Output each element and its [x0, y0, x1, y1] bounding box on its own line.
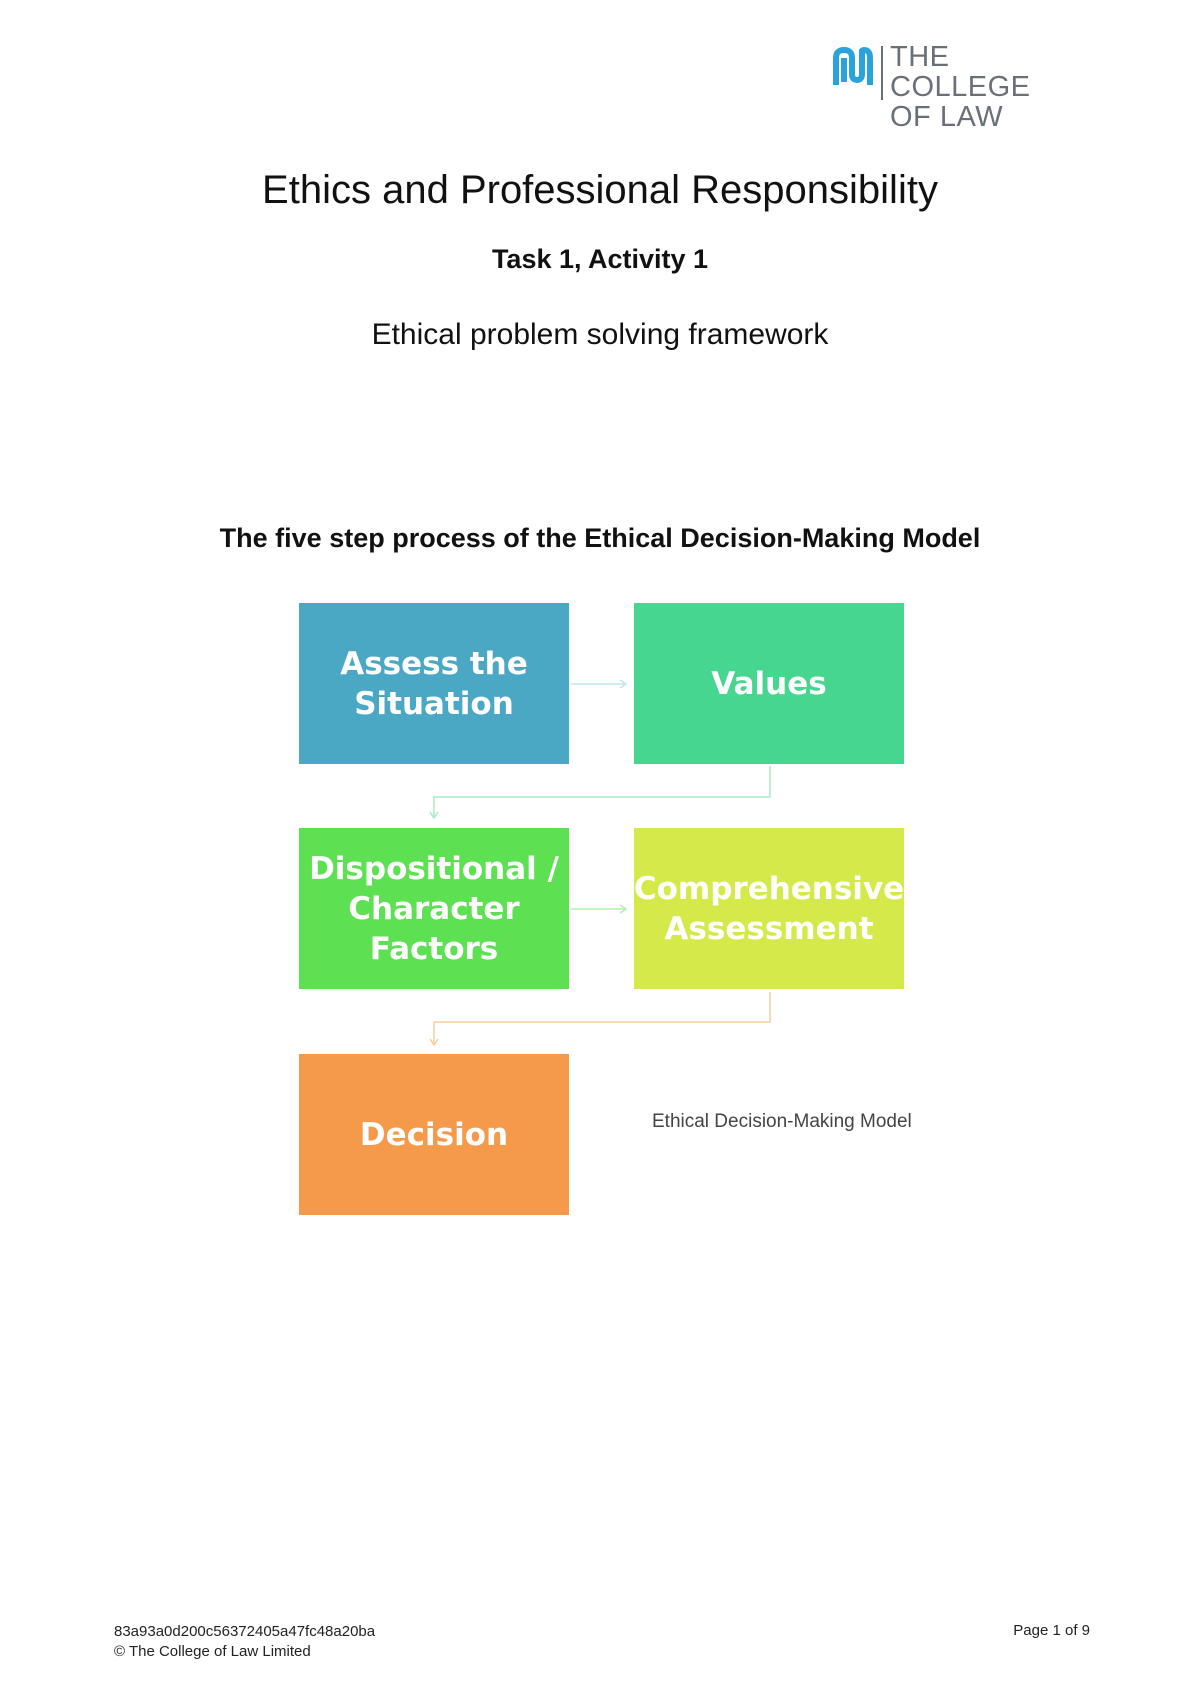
connector-values-dispositional — [433, 766, 771, 818]
diagram-caption: Ethical Decision-Making Model — [652, 1111, 912, 1132]
logo-divider — [881, 46, 883, 100]
step-dispositional-character-factors: Dispositional / Character Factors — [299, 828, 569, 989]
step-assess-situation: Assess the Situation — [299, 603, 569, 764]
step-comprehensive-assessment: Comprehensive Assessment — [634, 828, 904, 989]
connector-comprehensive-decision — [433, 992, 771, 1045]
step-label: Assess the Situation — [340, 645, 528, 722]
logo-wordmark: THE COLLEGE OF LAW — [890, 42, 1093, 132]
document-title: Ethics and Professional Responsibility — [262, 168, 938, 212]
footer-left: 83a93a0d200c56372405a47fc48a20ba © The C… — [114, 1622, 375, 1662]
document-id: 83a93a0d200c56372405a47fc48a20ba — [114, 1623, 376, 1640]
logo-line-2: OF LAW — [890, 101, 1004, 133]
step-label: Values — [711, 665, 827, 702]
copyright-notice: © The College of Law Limited — [114, 1643, 311, 1660]
step-label: Comprehensive Assessment — [633, 870, 905, 947]
document-subtitle: Ethical problem solving framework — [371, 318, 829, 351]
page-number: Page 1 of 9 — [1013, 1622, 1090, 1639]
step-decision: Decision — [299, 1054, 569, 1215]
step-values: Values — [634, 603, 904, 764]
task-heading: Task 1, Activity 1 — [491, 244, 709, 274]
diagram-heading: The five step process of the Ethical Dec… — [219, 523, 981, 553]
step-label: Decision — [359, 1116, 509, 1153]
college-of-law-logo: THE COLLEGE OF LAW — [833, 40, 1093, 132]
college-logo-icon — [833, 46, 873, 85]
step-label: Dispositional / Character Factors — [309, 850, 559, 967]
logo-line-1: THE COLLEGE — [890, 41, 1031, 103]
